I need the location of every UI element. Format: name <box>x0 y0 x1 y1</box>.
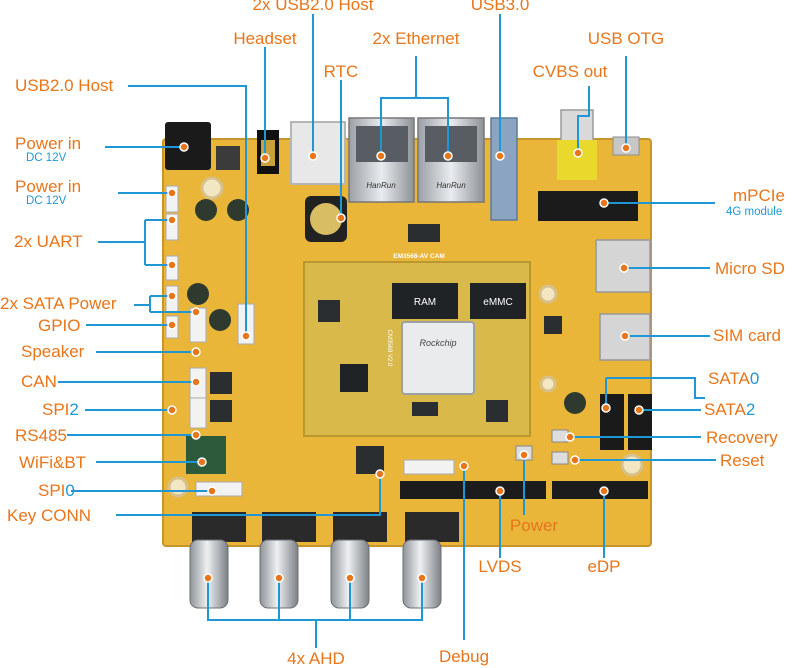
usb20-port <box>290 121 346 185</box>
ethernet-jack-text: HanRun <box>366 181 396 190</box>
bnc-base <box>333 512 387 542</box>
ic-chip <box>408 224 440 242</box>
soc-chip <box>401 321 475 395</box>
capacitor <box>227 199 249 221</box>
ethernet-jack-text: HanRun <box>436 181 466 190</box>
label-usb20-host-left: USB2.0 Host <box>15 76 114 95</box>
sata0-connector <box>600 394 624 450</box>
label-spi0-num: 0 <box>65 481 75 500</box>
module-side-label: CM3568 V2.0 <box>386 330 392 367</box>
label-dc12v-1: DC 12V <box>26 152 67 164</box>
sata2-connector <box>628 394 652 450</box>
label-dc12v-2: DC 12V <box>26 195 67 207</box>
header <box>189 397 207 429</box>
label-wifi-bt: WiFi&BT <box>19 453 87 472</box>
label-sata2-num: 2 <box>745 400 756 419</box>
label-sata0: SATA0 <box>708 370 759 388</box>
capacitor <box>195 199 217 221</box>
label-headset: Headset <box>233 29 297 48</box>
rtc-battery <box>310 203 342 235</box>
label-gpio: GPIO <box>38 316 81 335</box>
label-sata-power: 2x SATA Power <box>0 294 117 313</box>
label-power-in-2: Power in <box>15 177 82 196</box>
label-mpcie-sub: 4G module <box>726 206 783 218</box>
wifi-bt-module <box>186 436 226 474</box>
chip-ram-label: RAM <box>414 297 436 308</box>
spi0-header <box>195 481 243 497</box>
label-can: CAN <box>21 372 57 391</box>
ic-chip <box>544 316 562 334</box>
bnc-base <box>192 512 246 542</box>
module-chip <box>340 364 368 392</box>
label-sata0-num: 0 <box>749 369 760 388</box>
label-spi2-text: SPI <box>42 400 70 419</box>
mounting-hole <box>200 176 224 200</box>
label-power: Power <box>509 516 559 535</box>
label-usb30: USB3.0 <box>470 0 530 14</box>
module-chip <box>412 402 438 416</box>
label-usb20-host-top: 2x USB2.0 Host <box>252 0 374 14</box>
label-ethernet: 2x Ethernet <box>372 29 460 48</box>
label-spi2: SPI2 <box>42 401 79 419</box>
module-chip <box>318 300 340 322</box>
label-reset: Reset <box>720 451 765 470</box>
label-usb-otg: USB OTG <box>587 29 665 48</box>
label-lvds: LVDS <box>478 557 522 576</box>
mounting-hole <box>620 453 644 477</box>
label-speaker: Speaker <box>21 342 85 361</box>
capacitor <box>209 309 231 331</box>
emmc-chip <box>470 283 526 319</box>
label-spi2-num: 2 <box>69 400 79 419</box>
reset-button <box>551 451 569 465</box>
ic-chip <box>210 400 232 422</box>
mounting-hole <box>167 476 189 498</box>
label-rtc: RTC <box>323 62 359 81</box>
usb30-port <box>490 117 518 221</box>
label-sata0-text: SATA <box>708 369 750 388</box>
soc-brand-label: Rockchip <box>419 338 456 348</box>
label-key-conn: Key CONN <box>7 506 92 525</box>
label-uart: 2x UART <box>14 232 83 251</box>
markers <box>167 142 644 583</box>
bnc-base <box>405 512 459 542</box>
label-edp: eDP <box>587 557 621 576</box>
label-recovery: Recovery <box>706 428 778 447</box>
mounting-hole <box>538 284 558 304</box>
mounting-hole <box>539 375 557 393</box>
label-micro-sd: Micro SD <box>715 259 785 278</box>
inductor <box>216 146 240 170</box>
label-sim-card: SIM card <box>713 326 782 345</box>
label-power-in-1: Power in <box>15 134 82 153</box>
label-ahd: 4x AHD <box>287 649 345 668</box>
chip-emmc-label: eMMC <box>483 297 512 308</box>
label-mpcie: mPCIe <box>733 186 785 205</box>
capacitor <box>187 283 209 305</box>
label-rs485: RS485 <box>15 426 67 445</box>
label-sata2: SATA2 <box>704 401 755 419</box>
label-debug: Debug <box>438 647 490 666</box>
debug-header <box>403 459 455 475</box>
bnc-base <box>262 512 316 542</box>
ram-chip <box>392 283 458 319</box>
module-chip <box>486 400 508 422</box>
module-top-label: EM3568-AV CAM <box>393 253 445 260</box>
mpcie-slot <box>538 191 638 221</box>
ic-chip <box>210 372 232 394</box>
capacitor <box>564 392 586 414</box>
label-spi0: SPI0 <box>38 482 75 500</box>
label-sata2-text: SATA <box>704 400 746 419</box>
lvds-header <box>400 481 546 499</box>
label-spi0-text: SPI <box>38 481 66 500</box>
label-cvbs-out: CVBS out <box>532 62 608 81</box>
